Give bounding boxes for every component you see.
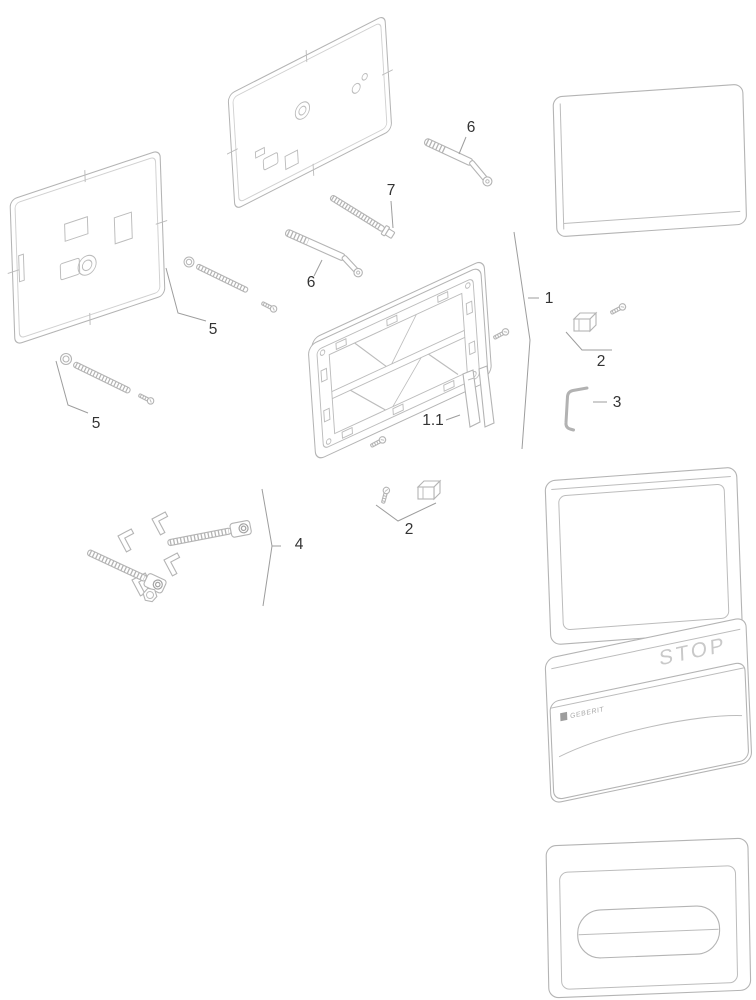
bracket-frame [513,231,531,450]
callout-frame-lever: 1.1 [422,412,444,429]
frame-fixing-screw-right [490,326,512,343]
frame-lever-strips [462,365,495,428]
leader-frame-lever [445,414,461,421]
frame-fixing-screw-bottom [367,434,389,451]
callout-rod-lower: 6 [307,274,316,291]
back-plate-left [7,151,168,344]
fixing-screws-upper [165,256,280,322]
actuator-rod-upper [423,138,493,187]
fixing-screws-lower [55,352,157,414]
actuator-rod-lower [284,229,363,278]
leader-6-lower [313,259,323,277]
leader-6-upper [458,136,467,155]
callout-hardware-kit: 4 [295,536,304,553]
clip-lower [375,479,442,522]
leader-7 [390,200,394,229]
cover-plate-frame [544,467,743,645]
geberit-logo-mark [560,711,568,722]
cover-plate-blank [552,84,747,237]
cover-plate-rocker [545,837,752,999]
cover-plate-stop: STOP GEBERIT [544,618,752,803]
hardware-kit [85,488,281,607]
callout-clip-lower: 2 [405,521,414,538]
callout-bent-rod: 3 [613,394,622,411]
callout-screw-long: 7 [387,182,396,199]
long-screw [329,195,396,239]
callout-rod-upper: 6 [467,119,476,136]
callout-fixing-lower: 5 [92,415,101,432]
callout-frame: 1 [545,290,554,307]
clip-upper [565,301,629,351]
callout-fixing-upper: 5 [209,321,218,338]
back-plate-top [226,16,393,208]
bent-rod [564,386,589,432]
callout-clip-upper: 2 [597,353,606,370]
mounting-frame [308,261,492,459]
